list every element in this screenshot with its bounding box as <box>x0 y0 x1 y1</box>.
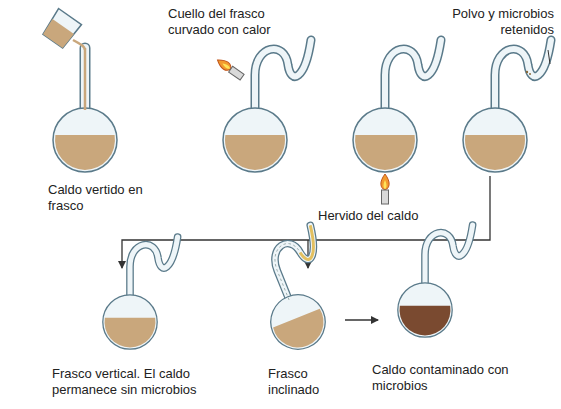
caption-label: Hervido del caldo <box>318 208 448 224</box>
caption-label: Frasco inclinado <box>268 366 348 398</box>
caption-label: Frasco vertical. El caldo permanece sin … <box>52 366 232 398</box>
caption-label: Caldo contaminado con microbios <box>372 362 512 394</box>
caption-label: Cuello del frasco curvado con calor <box>168 6 308 38</box>
caption-label: Polvo y microbios retenidos <box>412 6 554 38</box>
caption-label: Caldo vertido en frasco <box>48 182 168 214</box>
